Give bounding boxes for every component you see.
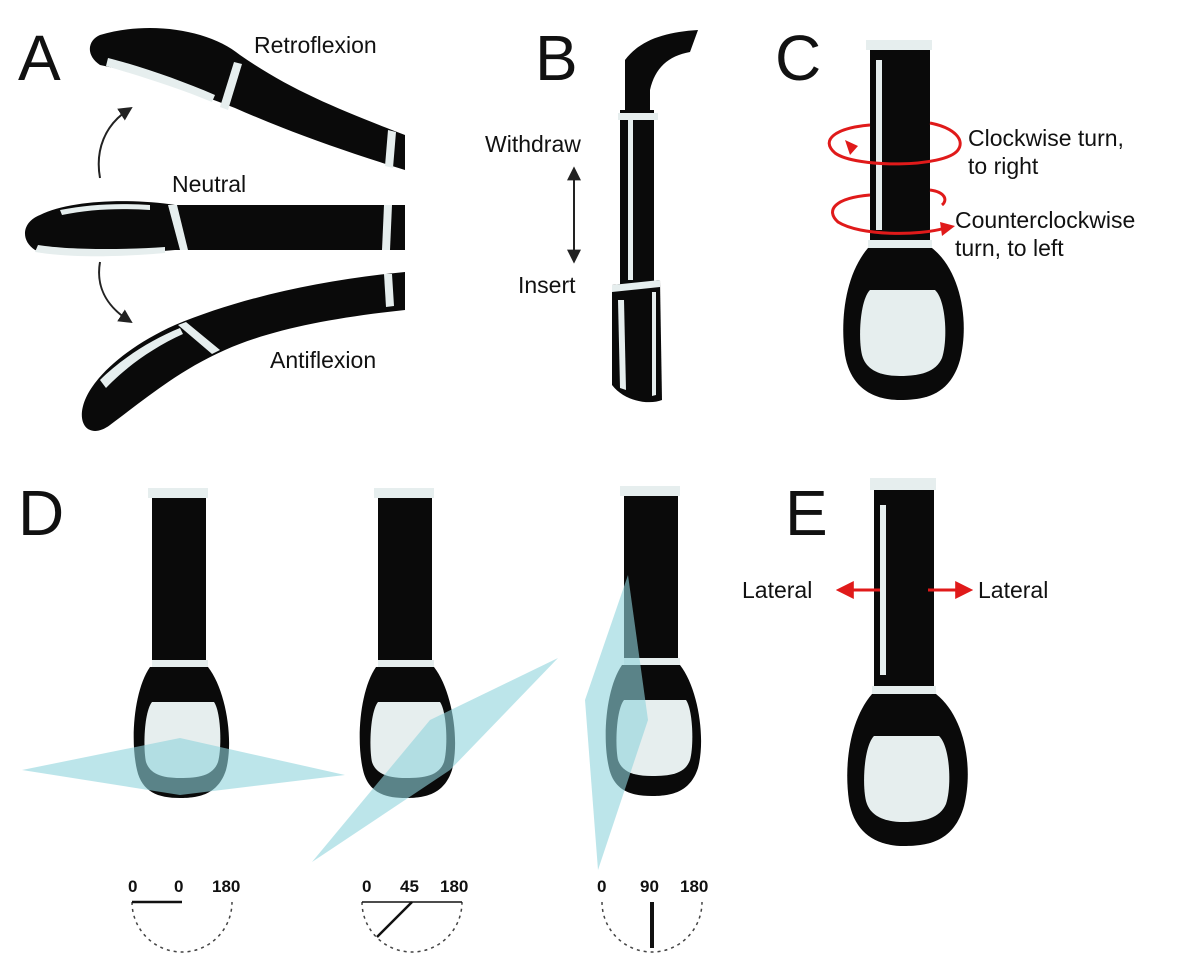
- label-retroflexion: Retroflexion: [254, 32, 377, 58]
- dial-0-angle-value: 0: [174, 877, 183, 896]
- dial-45-right-value: 180: [440, 877, 468, 896]
- rotation-arrow-counterclockwise: [831, 188, 955, 236]
- probe-neutral: [24, 201, 406, 257]
- panel-d: D 0 0: [18, 477, 708, 953]
- dial-90-angle-value: 90: [640, 877, 659, 896]
- dial-45-left-value: 0: [362, 877, 371, 896]
- arrow-down-antiflexion: [98, 261, 133, 324]
- angle-dial-45: 0 45 180: [361, 877, 468, 953]
- panel-b: B Withdraw Insert: [485, 22, 698, 403]
- panel-a: A Retroflexion Neutral Antiflexion: [18, 22, 406, 431]
- probe-antiflexion: [81, 272, 405, 431]
- label-neutral: Neutral: [172, 171, 246, 197]
- panel-c: C Clockwise turn, to right Counterclockw…: [775, 22, 1135, 400]
- label-withdraw: Withdraw: [485, 131, 581, 157]
- probe-retroflexion: [89, 27, 406, 170]
- panel-a-letter: A: [18, 22, 61, 94]
- probe-rotation: [843, 40, 964, 400]
- panel-c-letter: C: [775, 22, 821, 94]
- probe-insert-withdraw: [612, 30, 698, 403]
- rotation-arrow-clockwise: [827, 121, 962, 166]
- angle-dial-0: 0 0 180: [128, 877, 240, 953]
- dial-45-angle-value: 45: [400, 877, 419, 896]
- dial-90-left-value: 0: [597, 877, 606, 896]
- dial-0-right-value: 180: [212, 877, 240, 896]
- label-insert: Insert: [518, 272, 576, 298]
- label-antiflexion: Antiflexion: [270, 347, 376, 373]
- beam-plane-45deg: [312, 658, 558, 862]
- panel-e: E Lateral Lateral: [742, 477, 1048, 846]
- label-counterclockwise-line2: turn, to left: [955, 235, 1064, 261]
- label-lateral-left: Lateral: [742, 577, 812, 603]
- label-counterclockwise-line1: Counterclockwise: [955, 207, 1135, 233]
- label-lateral-right: Lateral: [978, 577, 1048, 603]
- beam-plane-90deg: [585, 575, 648, 870]
- panel-e-letter: E: [785, 477, 828, 549]
- beam-plane-0deg: [22, 738, 345, 795]
- panel-b-letter: B: [535, 22, 578, 94]
- label-clockwise-line1: Clockwise turn,: [968, 125, 1124, 151]
- panel-d-letter: D: [18, 477, 64, 549]
- dial-90-right-value: 180: [680, 877, 708, 896]
- dial-0-left-value: 0: [128, 877, 137, 896]
- angle-dial-90: 0 90 180: [597, 877, 708, 953]
- arrow-up-retroflexion: [97, 106, 133, 179]
- label-clockwise-line2: to right: [968, 153, 1039, 179]
- probe-lateral: [847, 478, 968, 846]
- dial-45-needle: [376, 901, 413, 938]
